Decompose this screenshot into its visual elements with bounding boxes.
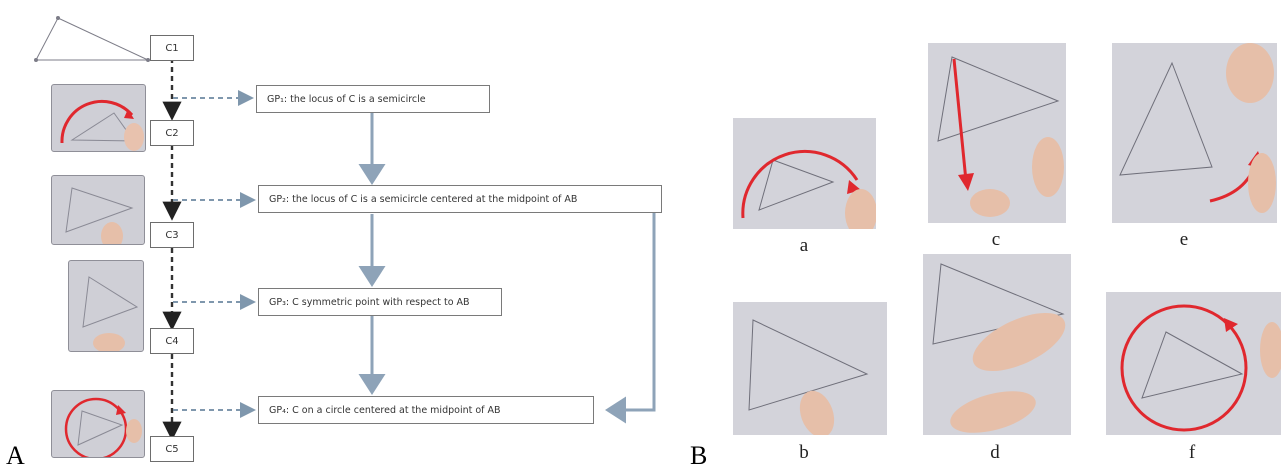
gp-flow-arrows — [372, 112, 654, 410]
photo-e-arc-gesture — [1112, 43, 1277, 223]
gp-box-3: GP₃: C symmetric point with respect to A… — [258, 288, 502, 316]
thumbnail-symmetric-gesture — [68, 260, 144, 352]
step-box-c1: C1 — [150, 35, 194, 61]
thumbnail-semicircle-gesture — [51, 84, 146, 152]
photo-d-two-finger-touch — [923, 254, 1071, 435]
caption-d: d — [975, 442, 1015, 464]
thumbnail-circle-gesture — [51, 390, 145, 458]
caption-b: b — [784, 442, 824, 464]
photo-a-semicircle-gesture — [733, 118, 876, 229]
step-box-c4: C4 — [150, 328, 194, 354]
photo-f-circle-gesture — [1106, 292, 1281, 435]
gp-box-2: GP₂: the locus of C is a semicircle cent… — [258, 185, 662, 213]
caption-f: f — [1172, 442, 1212, 464]
photo-c-vertical-gesture — [928, 43, 1066, 223]
photo-b-triangle-touch — [733, 302, 887, 435]
step-box-c5: C5 — [150, 436, 194, 462]
step-box-c3: C3 — [150, 222, 194, 248]
caption-a: a — [784, 235, 824, 257]
step-box-c2: C2 — [150, 120, 194, 146]
initial-triangle-drawing — [35, 17, 150, 62]
caption-e: e — [1164, 229, 1204, 251]
caption-c: c — [976, 229, 1016, 251]
thumbnail-triangle-touch — [51, 175, 145, 245]
gp-box-4: GP₄: C on a circle centered at the midpo… — [258, 396, 594, 424]
gp-box-1: GP₁: the locus of C is a semicircle — [256, 85, 490, 113]
